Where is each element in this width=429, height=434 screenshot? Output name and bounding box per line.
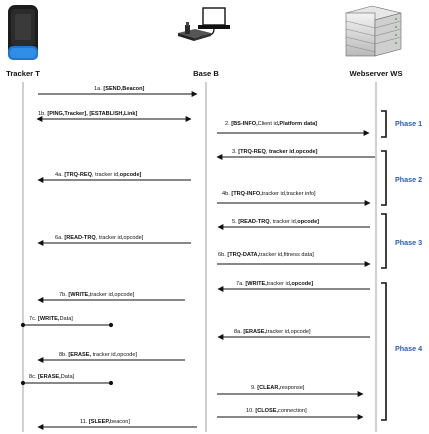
message-text-run: 8b. (59, 352, 68, 358)
message-text-run: 5. (232, 219, 238, 225)
message-text-run: tracker id (269, 149, 295, 155)
message-8b: 8b. [ERASE, tracker id,opcode] (59, 352, 138, 358)
message-text-run: [READ-TRQ (238, 219, 270, 225)
message-text-run: 4b. (222, 191, 231, 197)
message-text-run: opcode] (296, 149, 318, 155)
message-text-run: tracker id,tracker info] (262, 191, 316, 197)
message-text-run: , (266, 149, 269, 155)
message-8c: 8c. [ERASE,Data] (29, 374, 75, 380)
message-text-run: [ERASE, (243, 329, 266, 335)
message-text-run: opcode] (120, 172, 142, 178)
phase-label-1: Phase 1 (395, 119, 422, 128)
actor-label-base: Base B (193, 69, 219, 78)
message-7a: 7a. [WRITE,tracker id,opcode] (236, 281, 313, 287)
message-text-run: [PING,Tracker], [ESTABLISH,Link] (47, 111, 137, 117)
message-7c: 7c. [WRITE,Data] (29, 316, 73, 322)
message-text-run: , (294, 149, 296, 155)
message-text-run: 7a. (236, 281, 245, 287)
message-text-run: response] (280, 385, 305, 391)
message-text-run: [SLEEP, (89, 419, 110, 425)
tracker-device-icon (8, 5, 38, 60)
message-text-run: [BS-INFO, (231, 121, 258, 127)
message-text-run: , tracker id,opcode] (96, 235, 144, 241)
actor-label-tracker: Tracker T (6, 69, 40, 78)
phase-bracket-2 (381, 150, 387, 206)
message-text-run: [CLEAR, (257, 385, 280, 391)
message-1b: 1b. [PING,Tracker], [ESTABLISH,Link] (38, 111, 138, 117)
message-text-run: [WRITE, (38, 316, 60, 322)
dot-7c-start (20, 322, 26, 328)
message-text-run: , tracker id, (92, 172, 120, 178)
message-text-run: opcode] (291, 281, 313, 287)
phase-bracket-1 (381, 110, 387, 138)
message-text-run: tracker id,fitness data] (259, 252, 314, 258)
message-text-run: [CLOSE, (255, 408, 278, 414)
message-text-run: beacon] (110, 419, 130, 425)
message-text-run: [READ-TRQ (64, 235, 96, 241)
server-stack-icon (345, 5, 402, 57)
message-8a: 8a. [ERASE,tracker id,opcode] (234, 329, 311, 335)
message-text-run: Data] (59, 316, 73, 322)
message-text-run: 6a. (55, 235, 64, 241)
laptop-dock-icon (178, 7, 230, 41)
message-text-run: tracker id (267, 281, 290, 287)
message-text-run: tracker id,opcode] (91, 352, 137, 358)
message-text-run: 6b. (218, 252, 227, 258)
dot-7c-end (108, 322, 114, 328)
message-text-run: opcode] (297, 219, 319, 225)
message-10: 10. [CLOSE,connection] (246, 408, 307, 414)
message-text-run: [WRITE, (68, 292, 90, 298)
message-text-run: Data] (61, 374, 75, 380)
message-text-run: tracker id,opcode] (90, 292, 135, 298)
message-3: 3. [TRQ-REQ, tracker id,opcode] (232, 149, 318, 155)
message-text-run: , (290, 281, 292, 287)
message-text-run: , tracker id, (270, 219, 298, 225)
dot-8c-start (20, 380, 26, 386)
message-text-run: 3. (232, 149, 238, 155)
message-text-run: 8c. (29, 374, 38, 380)
message-text-run: 4a. (55, 172, 64, 178)
phase-label-3: Phase 3 (395, 238, 422, 247)
message-2: 2. [BS-INFO,Client id,Platform data] (225, 121, 317, 127)
message-4a: 4a. [TRQ-REQ, tracker id,opcode] (55, 172, 142, 178)
message-text-run: 11. (80, 419, 89, 425)
message-text-run: 10. (246, 408, 255, 414)
message-7b: 7b. [WRITE,tracker id,opcode] (59, 292, 135, 298)
message-4b: 4b. [TRQ-INFO,tracker id,tracker info] (222, 191, 316, 197)
message-6b: 6b. [TRQ-DATA,tracker id,fitness data] (218, 252, 314, 258)
message-text-run: 1b. (38, 111, 47, 117)
phase-bracket-4 (381, 282, 387, 421)
message-11: 11. [SLEEP,beacon] (80, 419, 130, 425)
dot-8c-end (108, 380, 114, 386)
message-text-run: [TRQ-REQ (64, 172, 92, 178)
message-text-run: Client id (258, 121, 278, 127)
message-1a: 1a. [SEND,Beacon] (94, 86, 145, 92)
message-text-run: [TRQ-INFO, (231, 191, 262, 197)
message-text-run: 9. (251, 385, 257, 391)
message-text-run: [SEND,Beacon] (103, 86, 144, 92)
message-text-run: [ERASE, (68, 352, 91, 358)
phase-bracket-3 (381, 213, 387, 269)
message-text-run: 2. (225, 121, 231, 127)
message-5: 5. [READ-TRQ, tracker id,opcode] (232, 219, 319, 225)
message-9: 9. [CLEAR,response] (251, 385, 305, 391)
message-text-run: 7c. (29, 316, 38, 322)
actor-label-webserver: Webserver WS (349, 69, 402, 78)
message-text-run: tracker id,opcode] (266, 329, 311, 335)
phase-label-4: Phase 4 (395, 344, 422, 353)
message-6a: 6a. [READ-TRQ, tracker id,opcode] (55, 235, 144, 241)
phase-label-2: Phase 2 (395, 175, 422, 184)
message-text-run: [TRQ-REQ (238, 149, 266, 155)
message-text-run: [WRITE, (245, 281, 267, 287)
message-text-run: 7b. (59, 292, 68, 298)
message-text-run: connection] (278, 408, 307, 414)
message-text-run: 1a. (94, 86, 103, 92)
message-text-run: ,Platform data] (278, 121, 317, 127)
message-text-run: [ERASE, (38, 374, 61, 380)
message-text-run: 8a. (234, 329, 243, 335)
message-text-run: [TRQ-DATA, (227, 252, 259, 258)
